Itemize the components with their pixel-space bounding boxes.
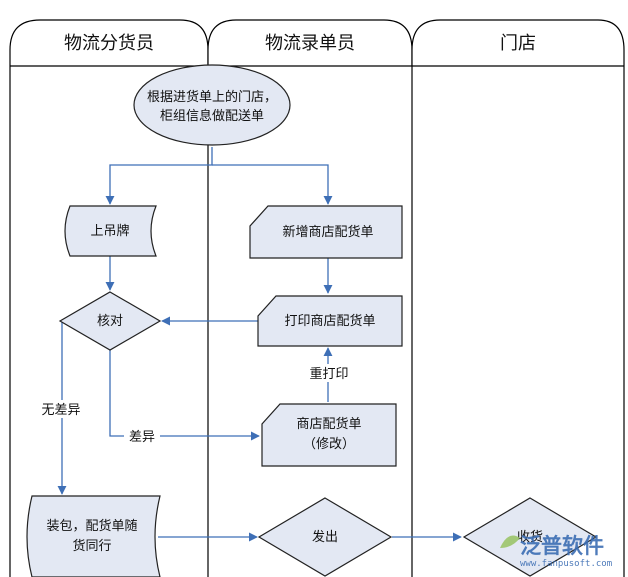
node-hang-tag: 上吊牌 [64,205,157,257]
edge-label-bg-diff [124,427,160,445]
node-start: 根据进货单上的门店， 柜组信息做配送单 [133,64,291,146]
watermark-brand: 泛普软件 [520,534,604,558]
node-check: 核对 [58,291,162,351]
lane-title-store: 门店 [500,33,536,54]
edge-start-to-new-delivery [212,164,333,205]
edge-start-to-hang-tag [105,147,213,205]
edge-label-bg-no-diff [36,400,86,418]
edge-check-to-modify [109,350,260,441]
node-receive-label: 收货 [517,529,543,545]
node-print-delivery-label: 打印商店配货单 [284,313,375,329]
node-ship-label: 发出 [312,529,338,545]
node-modify-delivery-line-1: 商店配货单 [296,416,361,432]
node-pack-line-1: 装包，配货单随 [46,518,137,534]
lane-title-logistics-clerk: 物流录单员 [265,33,355,54]
edge-label-reprint: 重打印 [309,366,348,382]
lane-title-logistics-distributor: 物流分货员 [64,33,154,54]
node-hang-tag-label: 上吊牌 [90,223,129,239]
node-pack: 装包，配货单随 货同行 [26,495,161,577]
watermark: 泛普软件 www.fanpusoft.com [500,534,612,569]
lane-header-logistics-distributor: 物流分货员 [9,19,209,66]
lane-header-store: 门店 [411,19,625,66]
node-receive: 收货 [462,497,598,577]
node-print-delivery: 打印商店配货单 [257,295,403,347]
node-modify-delivery: 商店配货单 （修改） [261,403,397,467]
node-new-delivery-label: 新增商店配货单 [282,224,373,240]
node-new-delivery: 新增商店配货单 [249,205,403,259]
node-modify-delivery-line-2: （修改） [303,437,355,452]
node-check-label: 核对 [97,314,123,329]
node-start-line-1: 根据进货单上的门店， [147,89,277,105]
node-pack-line-2: 货同行 [72,538,111,554]
watermark-leaf-icon [500,535,520,548]
edge-label-no-diff: 无差异 [41,403,80,418]
node-start-line-2: 柜组信息做配送单 [160,108,264,124]
node-ship: 发出 [257,497,393,577]
edge-label-diff: 差异 [129,430,155,445]
watermark-url: www.fanpusoft.com [520,559,612,569]
edge-label-bg-reprint [303,364,355,382]
lane-header-logistics-clerk: 物流录单员 [207,19,413,66]
